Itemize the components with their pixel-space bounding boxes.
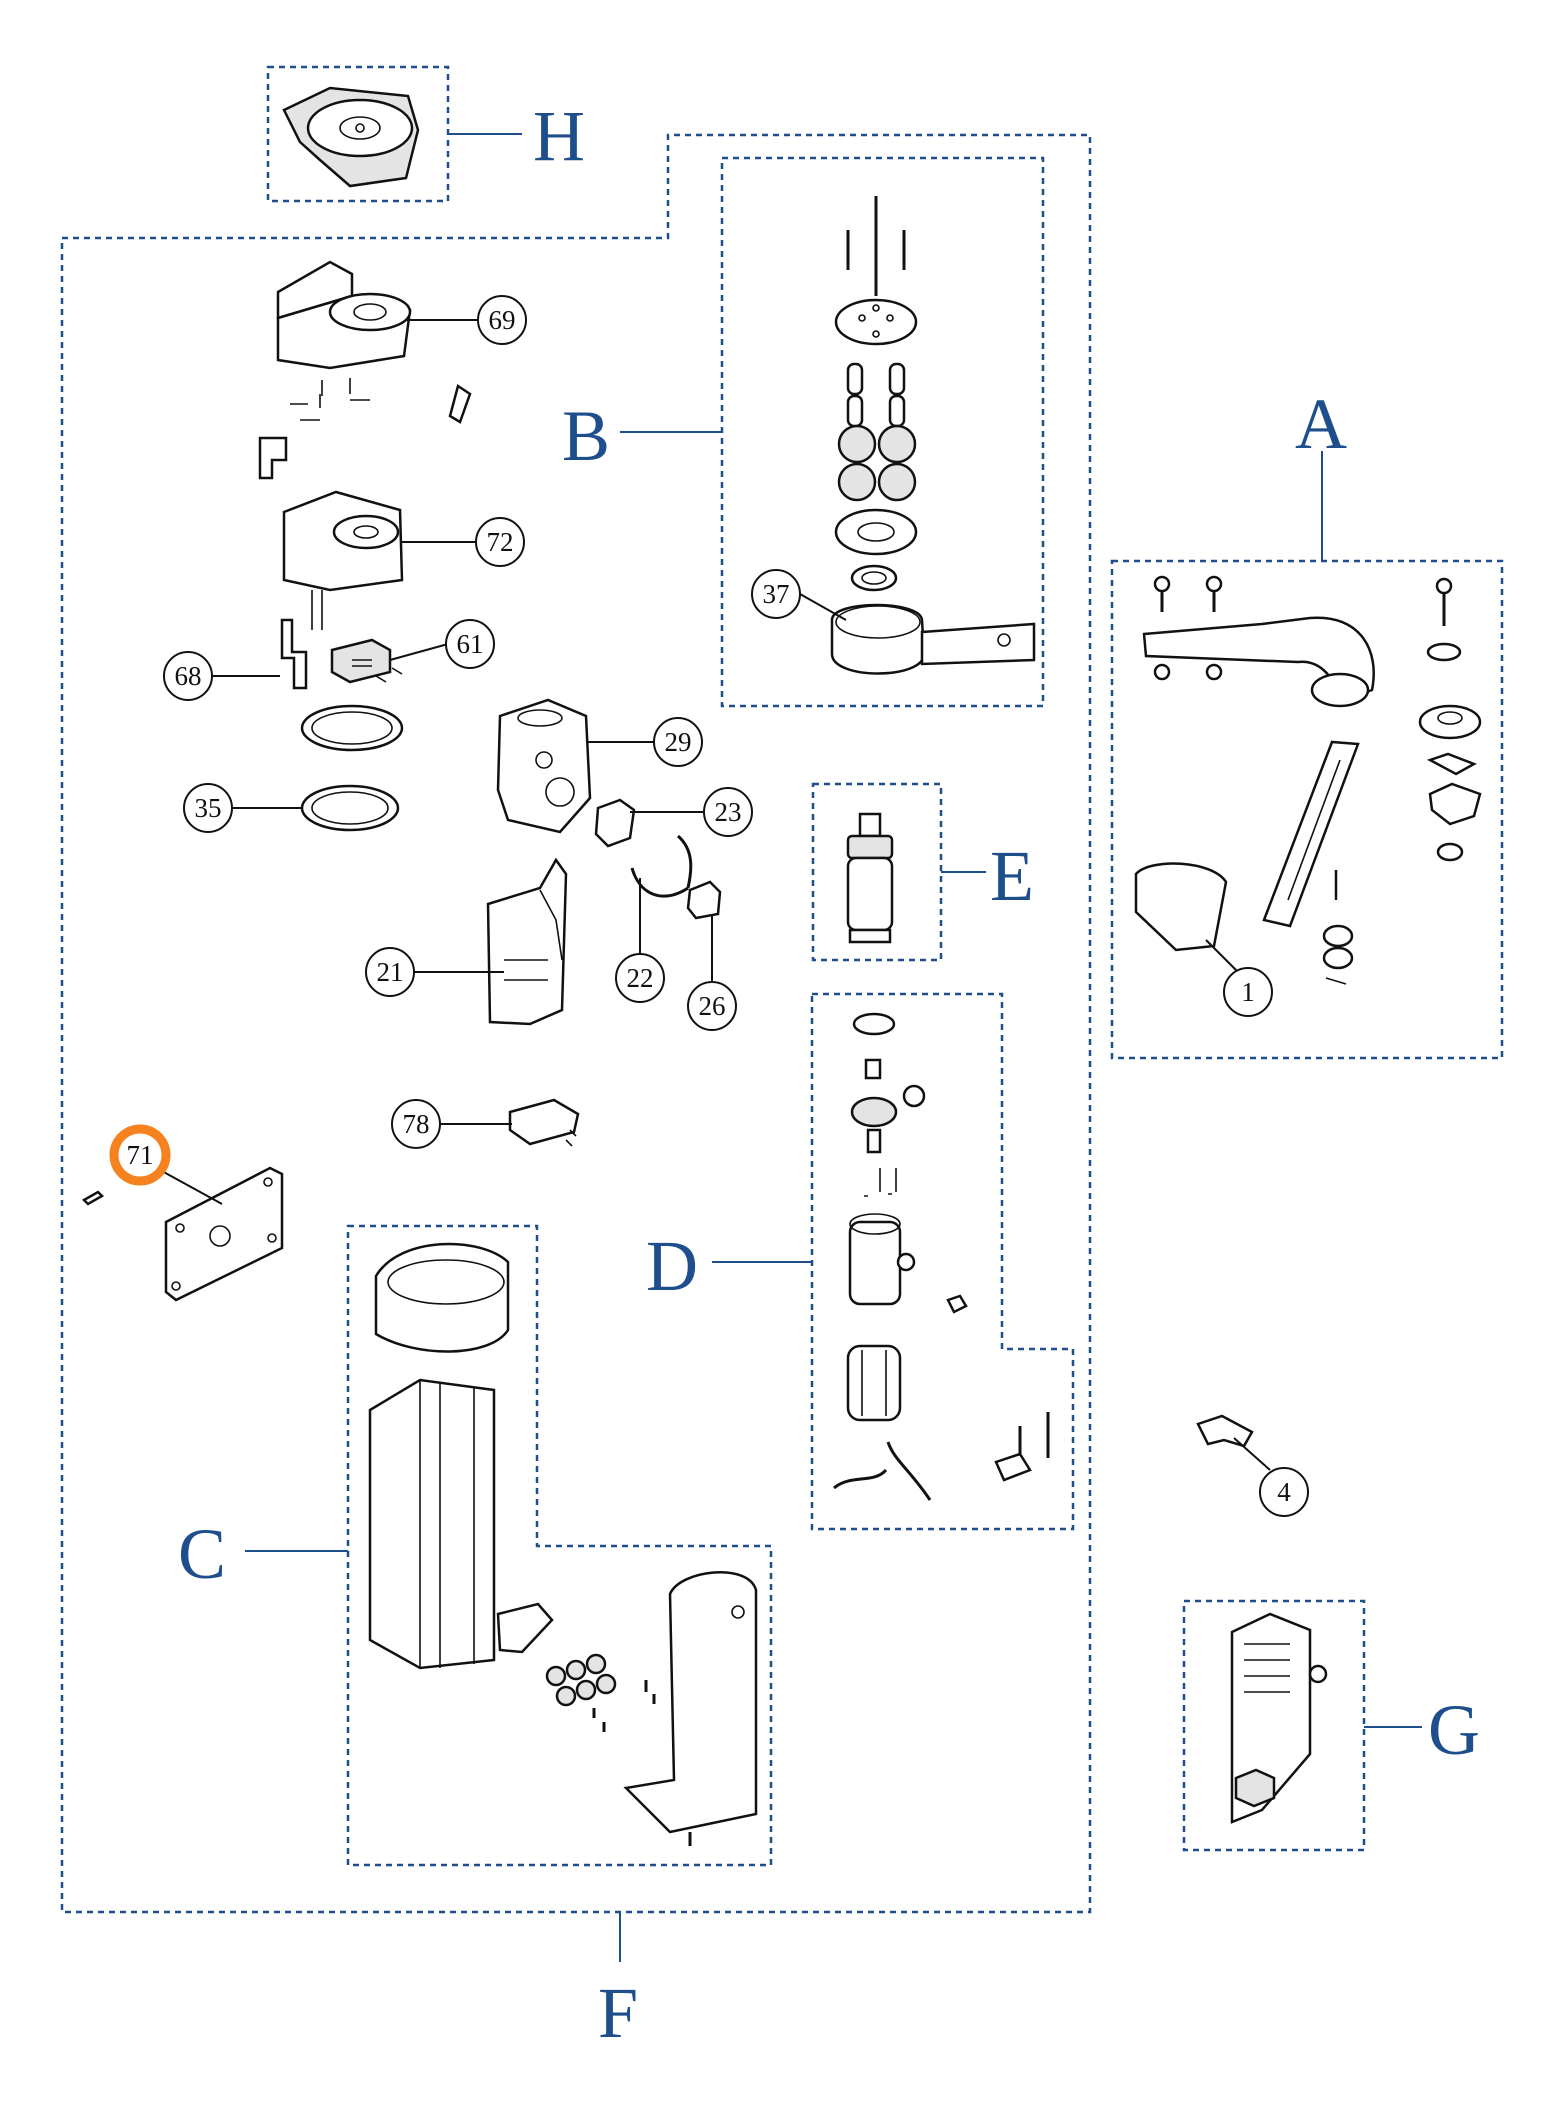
- callout-68: 68: [163, 651, 213, 701]
- section-d-box: [810, 992, 1075, 1531]
- section-label-d: D: [646, 1226, 698, 1306]
- section-h-box: [266, 65, 450, 203]
- section-g-box: [1182, 1599, 1366, 1852]
- ring-gear-arm-37: [830, 603, 1036, 675]
- control-board-g: [1230, 1612, 1328, 1824]
- bracket-78: [508, 1098, 580, 1147]
- section-b-box: [720, 156, 1045, 708]
- seal-ring-upper: [300, 704, 404, 752]
- upper-housing-69: [258, 260, 472, 480]
- arm-assembly-a: [1134, 575, 1482, 985]
- callout-72: 72: [475, 517, 525, 567]
- svg-text:71: 71: [127, 1140, 154, 1170]
- section-label-a: A: [1295, 384, 1347, 464]
- section-a-box: [1110, 559, 1504, 1060]
- section-label-c: C: [178, 1514, 226, 1594]
- svg-text:68: 68: [175, 661, 202, 691]
- mid-housing-72: [280, 490, 404, 690]
- callout-71-highlighted[interactable]: 71: [109, 1124, 171, 1186]
- housing-part-h: [282, 86, 420, 188]
- svg-text:22: 22: [627, 963, 654, 993]
- motor-e: [846, 812, 894, 944]
- section-c-box: [346, 1224, 773, 1867]
- section-f-box: [60, 133, 1092, 1914]
- callout-1: 1: [1223, 967, 1273, 1017]
- callout-22: 22: [615, 953, 665, 1003]
- section-label-b: B: [562, 396, 610, 476]
- svg-text:72: 72: [487, 527, 514, 557]
- svg-text:37: 37: [763, 579, 790, 609]
- svg-text:29: 29: [665, 727, 692, 757]
- svg-text:21: 21: [377, 957, 404, 987]
- callout-37: 37: [751, 569, 801, 619]
- section-label-f: F: [598, 1973, 638, 2053]
- svg-text:4: 4: [1277, 1477, 1291, 1507]
- gear-stack-b: [834, 196, 918, 592]
- callout-4: 4: [1259, 1467, 1309, 1517]
- motor-housing-21: [486, 857, 568, 1026]
- gearbox-29: [496, 698, 592, 834]
- svg-text:69: 69: [489, 305, 516, 335]
- actuator-d: [833, 1012, 1050, 1501]
- connector-61: [330, 638, 403, 684]
- plate-71: [81, 1166, 284, 1302]
- column-assembly-c: [368, 1242, 758, 1846]
- cable-22: [630, 834, 693, 898]
- cap-23: [594, 798, 636, 848]
- svg-text:35: 35: [195, 793, 222, 823]
- svg-text:78: 78: [403, 1109, 430, 1139]
- svg-text:61: 61: [457, 629, 484, 659]
- bracket-4: [1196, 1414, 1254, 1448]
- svg-text:26: 26: [699, 991, 726, 1021]
- section-label-h: H: [533, 96, 585, 176]
- callout-61: 61: [445, 619, 495, 669]
- svg-text:23: 23: [715, 797, 742, 827]
- callout-23: 23: [703, 787, 753, 837]
- callout-26: 26: [687, 981, 737, 1031]
- seal-ring-35: [300, 784, 400, 832]
- clip-26: [686, 880, 722, 920]
- callout-69: 69: [477, 295, 527, 345]
- section-label-e: E: [990, 836, 1034, 916]
- svg-text:1: 1: [1241, 977, 1255, 1007]
- section-label-g: G: [1428, 1690, 1480, 1770]
- callout-35: 35: [183, 783, 233, 833]
- callout-21: 21: [365, 947, 415, 997]
- callout-29: 29: [653, 717, 703, 767]
- callout-78: 78: [391, 1099, 441, 1149]
